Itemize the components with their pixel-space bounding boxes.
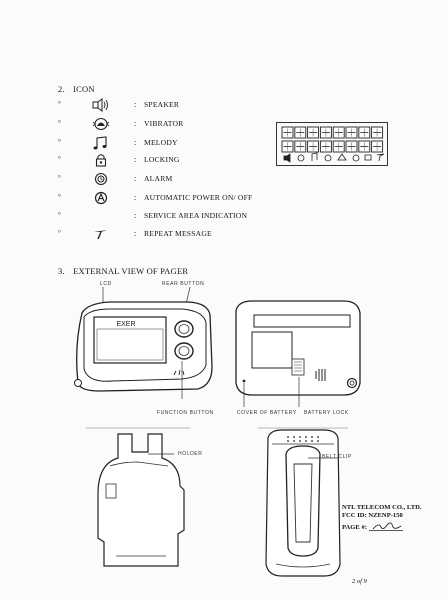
- section-heading-external-view: 3. EXTERNAL VIEW OF PAGER: [58, 266, 188, 276]
- melody-icon: [93, 136, 107, 150]
- colon: :: [134, 138, 137, 147]
- lcd-digit-cell: [345, 126, 358, 139]
- icon-row-service-area: ° : SERVICE AREA INDICATION: [58, 211, 278, 227]
- lcd-digits: [281, 126, 384, 153]
- alarm-icon: [94, 172, 108, 186]
- lcd-digit-cell: [345, 140, 358, 153]
- label-belt-clip: BELT CLIP: [322, 454, 352, 460]
- icon-label: MELODY: [144, 138, 178, 147]
- icon-label: AUTOMATIC POWER ON/ OFF: [144, 193, 253, 202]
- bullet: °: [58, 211, 61, 219]
- auto-power-icon: [94, 191, 108, 205]
- colon: :: [134, 229, 137, 238]
- lcd-digit-cell: [332, 140, 345, 153]
- label-holder: HOLDER: [178, 451, 203, 457]
- icon-row-repeat: ° : REPEAT MESSAGE: [58, 229, 278, 245]
- label-battery-lock: BATTERY LOCK: [304, 410, 349, 416]
- company-stamp: NTL TELECOM CO., LTD. FCC ID: NZENP-150 …: [342, 504, 422, 532]
- label-rear-button: REAR BUTTON: [162, 281, 205, 287]
- label-cover-of-battery: COVER OF BATTERY: [237, 410, 297, 416]
- holder-drawing: [86, 427, 190, 567]
- icon-label: REPEAT MESSAGE: [144, 229, 212, 238]
- lcd-digit-cell: [281, 140, 294, 153]
- pager-back-view: [235, 300, 361, 407]
- lcd-digit-cell: [281, 126, 294, 139]
- stamp-company: NTL TELECOM CO., LTD.: [342, 504, 422, 511]
- icon-row-alarm: ° : ALARM: [58, 172, 278, 190]
- section-heading-icon: 2. ICON: [58, 84, 95, 94]
- section-number: 3.: [58, 266, 65, 276]
- icon-row-speaker: ° : SPEAKER: [58, 98, 278, 116]
- bullet: °: [58, 193, 61, 201]
- brand-logo: EXER: [116, 321, 135, 328]
- bullet: °: [58, 119, 61, 127]
- colon: :: [134, 100, 137, 109]
- colon: :: [134, 211, 137, 220]
- stamp-page: PAGE #:: [342, 521, 422, 532]
- section-title: ICON: [73, 84, 95, 94]
- belt-clip-drawing: [258, 427, 348, 577]
- icon-row-auto-power: ° : AUTOMATIC POWER ON/ OFF: [58, 191, 278, 209]
- lcd-digit-cell: [371, 126, 384, 139]
- page-number: 2 of 9: [352, 578, 367, 585]
- vibrator-icon: [92, 117, 110, 131]
- icon-label: SPEAKER: [144, 100, 180, 109]
- bullet: °: [58, 155, 61, 163]
- icon-row-locking: ° : LOCKING: [58, 154, 278, 171]
- lcd-digit-cell: [319, 140, 332, 153]
- lcd-digit-cell: [307, 126, 320, 139]
- lcd-digit-cell: [332, 126, 345, 139]
- bullet: °: [58, 138, 61, 146]
- lcd-digit-cell: [294, 140, 307, 153]
- lcd-digit-cell: [358, 126, 371, 139]
- stamp-fcc-id: FCC ID: NZENP-150: [342, 512, 403, 520]
- lcd-digit-cell: [358, 140, 371, 153]
- icon-label: LOCKING: [144, 155, 180, 164]
- bullet: °: [58, 100, 61, 108]
- stamp-page-label: PAGE #:: [342, 523, 367, 531]
- lock-icon: [95, 154, 107, 167]
- pager-front-view: EXER: [74, 287, 213, 399]
- icon-label: ALARM: [144, 174, 173, 183]
- colon: :: [134, 174, 137, 183]
- bullet: °: [58, 229, 61, 237]
- label-lcd: LCD: [100, 281, 112, 287]
- lcd-icon-row: [283, 152, 385, 163]
- lcd-digit-cell: [294, 126, 307, 139]
- icon-label: SERVICE AREA INDICATION: [144, 211, 248, 220]
- lcd-digit-cell: [371, 140, 384, 153]
- label-function-button: FUNCTION BUTTON: [157, 410, 214, 416]
- colon: :: [134, 155, 137, 164]
- lcd-digit-cell: [319, 126, 332, 139]
- section-number: 2.: [58, 84, 65, 94]
- icon-label: VIBRATOR: [144, 119, 184, 128]
- colon: :: [134, 119, 137, 128]
- icon-row-vibrator: ° : VIBRATOR: [58, 117, 278, 135]
- bullet: °: [58, 174, 61, 182]
- colon: :: [134, 193, 137, 202]
- repeat-icon: [94, 230, 107, 240]
- speaker-icon: [92, 98, 108, 112]
- lcd-digit-cell: [307, 140, 320, 153]
- icon-row-melody: ° : MELODY: [58, 136, 278, 154]
- handwritten-page-number: [368, 522, 403, 531]
- section-title: EXTERNAL VIEW OF PAGER: [73, 266, 189, 276]
- lcd-segment-display: [276, 122, 388, 166]
